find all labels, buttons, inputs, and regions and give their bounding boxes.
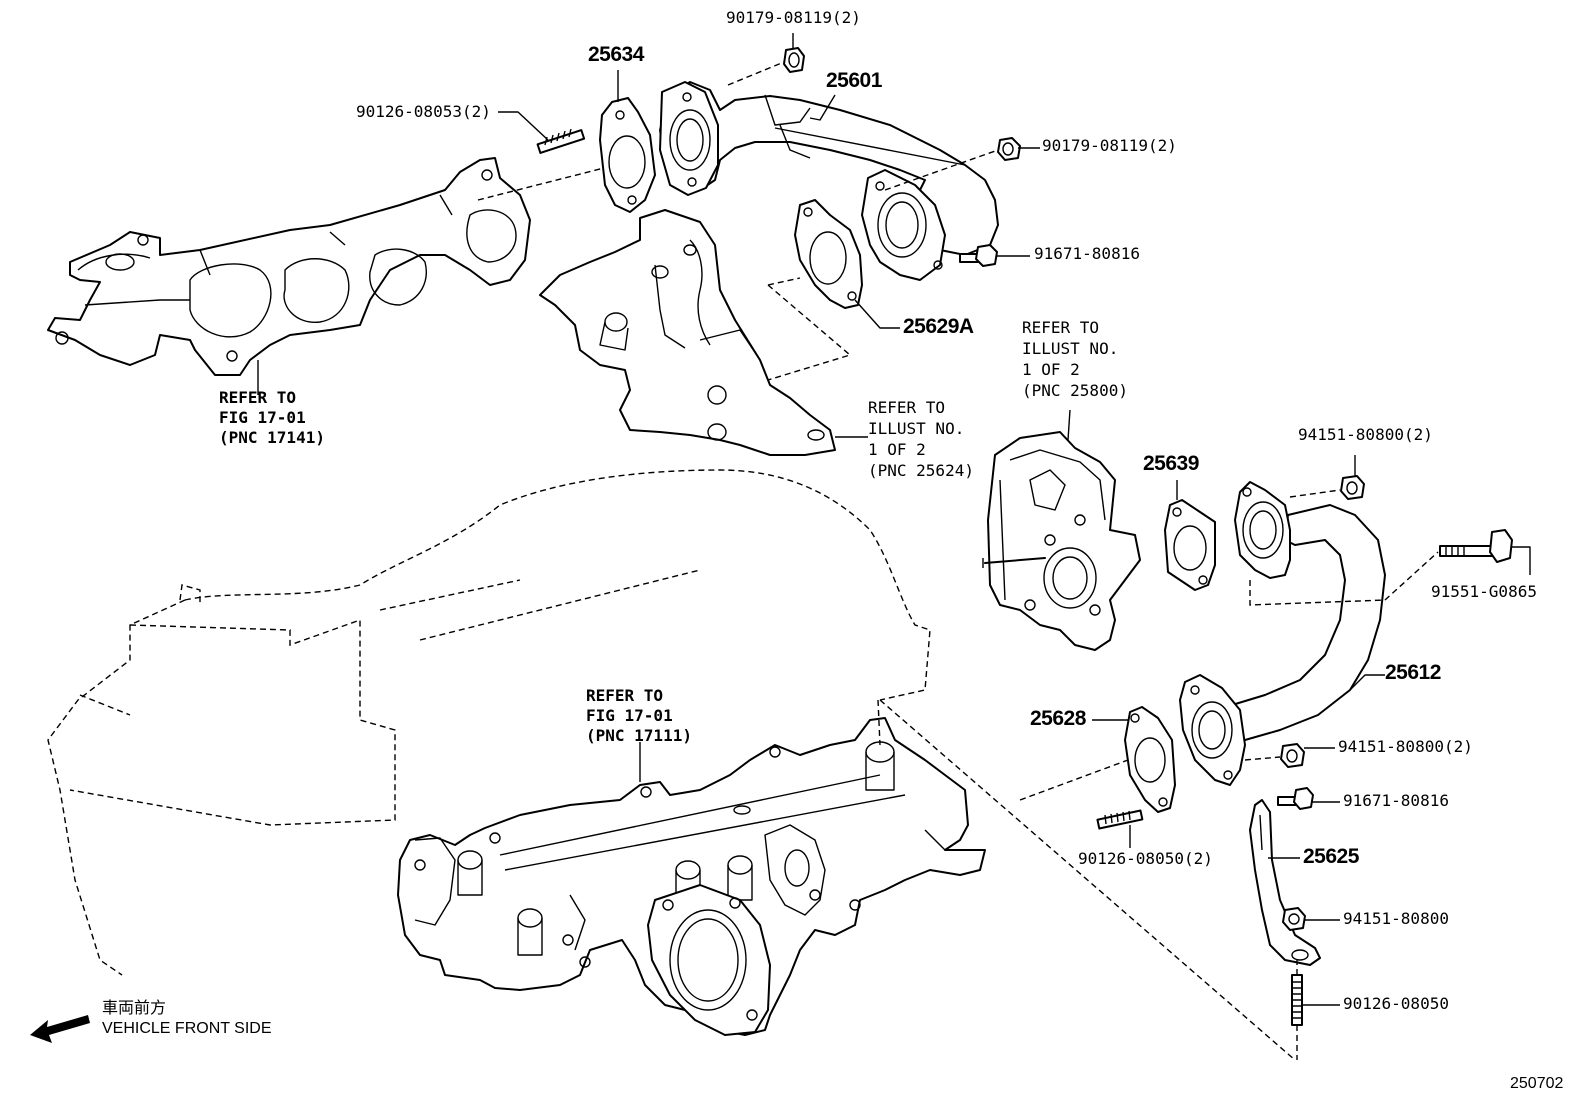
assembly-lines <box>477 61 1439 1061</box>
ref-note-pnc-17111: REFER TO FIG 17-01 (PNC 17111) <box>586 686 692 745</box>
part-label-90126-08053: 90126-08053(2) <box>356 102 491 121</box>
part-label-25628: 25628 <box>1030 707 1086 730</box>
vehicle-front-label-en: VEHICLE FRONT SIDE <box>102 1020 272 1037</box>
part-label-90126-08050-pair: 90126-08050(2) <box>1078 849 1213 868</box>
ref-note-pnc-25800: REFER TO ILLUST NO. 1 OF 2 (PNC 25800) <box>1022 318 1128 400</box>
ref-note-pnc-17141: REFER TO FIG 17-01 (PNC 17141) <box>219 388 325 447</box>
gasket-25634 <box>599 97 656 213</box>
part-label-91671-80816-top: 91671-80816 <box>1034 244 1140 263</box>
gasket-25628 <box>1124 706 1176 813</box>
vehicle-front-label-jp: 車両前方 <box>102 1000 167 1017</box>
fasteners <box>536 47 1513 1026</box>
nut-94151-single <box>1282 907 1306 931</box>
part-label-25625: 25625 <box>1303 845 1359 868</box>
bolt-91671-top <box>959 244 998 267</box>
bolt-91671-bottom <box>1277 787 1314 810</box>
part-label-94151-80800-mid: 94151-80800(2) <box>1338 737 1473 756</box>
part-label-91671-80816-bottom: 91671-80816 <box>1343 791 1449 810</box>
gasket-25639 <box>1164 499 1216 591</box>
egr-cooler-unit <box>982 431 1141 651</box>
engine-block-outline <box>47 469 931 976</box>
bracket-25625 <box>1249 799 1321 966</box>
diagram-id: 250702 <box>1510 1075 1564 1092</box>
gasket-25629A <box>794 199 863 309</box>
exhaust-manifold-left <box>47 157 531 376</box>
part-label-25629A: 25629A <box>903 315 974 338</box>
exhaust-housing-center <box>539 209 836 456</box>
part-label-94151-80800-top: 94151-80800(2) <box>1298 425 1433 444</box>
part-label-90179-08119-top: 90179-08119(2) <box>726 8 861 27</box>
part-label-91551-G0865: 91551-G0865 <box>1431 582 1537 601</box>
egr-pipe-25612 <box>1179 481 1386 786</box>
part-label-25639: 25639 <box>1143 452 1199 475</box>
part-label-90179-08119-right: 90179-08119(2) <box>1042 136 1177 155</box>
arrow-left-icon <box>30 1015 90 1043</box>
leader-lines <box>257 33 1531 1006</box>
intake-manifold <box>397 717 986 1036</box>
part-label-25601: 25601 <box>826 69 882 92</box>
part-label-94151-80800-nut: 94151-80800 <box>1343 909 1449 928</box>
bolt-91551 <box>1439 529 1513 563</box>
ref-note-pnc-25624: REFER TO ILLUST NO. 1 OF 2 (PNC 25624) <box>868 398 974 480</box>
egr-pipe-25601 <box>659 81 999 281</box>
part-label-25634: 25634 <box>588 43 644 66</box>
stud-90126-08050-pair <box>1096 809 1144 830</box>
nut-94151-mid <box>1280 743 1305 768</box>
stud-90126-08053 <box>536 128 586 154</box>
stud-90126-08050 <box>1291 974 1303 1026</box>
nut-94151-top <box>1340 475 1365 500</box>
nut-90179-right <box>997 137 1021 161</box>
part-label-25612: 25612 <box>1385 661 1441 684</box>
nut-90179-top <box>783 47 805 73</box>
part-label-90126-08050: 90126-08050 <box>1343 994 1449 1013</box>
